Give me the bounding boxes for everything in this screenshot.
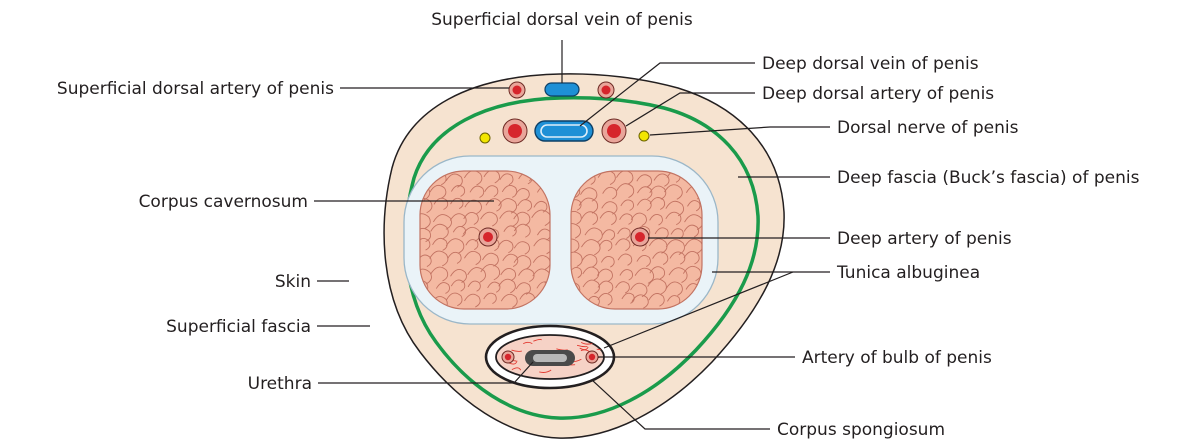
deep-dorsal-artery-left [503,119,527,143]
label-superficial-dorsal-artery: Superficial dorsal artery of penis [57,79,334,99]
artery-of-bulb-right [586,351,598,363]
urethra [525,350,575,366]
label-urethra: Urethra [248,374,312,394]
dorsal-nerve-right [639,131,649,141]
artery-of-bulb-left [502,351,514,363]
label-deep-artery: Deep artery of penis [837,229,1012,249]
label-skin: Skin [275,272,311,292]
superficial-dorsal-artery-left [509,82,525,98]
label-dorsal-nerve: Dorsal nerve of penis [837,118,1019,138]
label-deep-dorsal-vein: Deep dorsal vein of penis [762,54,979,74]
superficial-dorsal-artery-right [598,82,614,98]
label-superficial-fascia: Superficial fascia [166,317,311,337]
dorsal-nerve-left [480,133,490,143]
label-deep-fascia: Deep fascia (Buck’s fascia) of penis [837,168,1140,188]
label-corpus-spongiosum: Corpus spongiosum [777,420,945,440]
label-artery-of-bulb: Artery of bulb of penis [802,348,992,368]
deep-artery-left [479,228,497,246]
deep-dorsal-vein [535,121,593,141]
label-tunica-albuginea: Tunica albuginea [836,263,980,283]
superficial-dorsal-vein [545,83,579,96]
deep-artery-right [631,228,649,246]
label-superficial-dorsal-vein: Superficial dorsal vein of penis [431,10,693,30]
label-corpus-cavernosum: Corpus cavernosum [139,192,308,212]
deep-dorsal-artery-right [602,119,626,143]
label-deep-dorsal-artery: Deep dorsal artery of penis [762,84,994,104]
